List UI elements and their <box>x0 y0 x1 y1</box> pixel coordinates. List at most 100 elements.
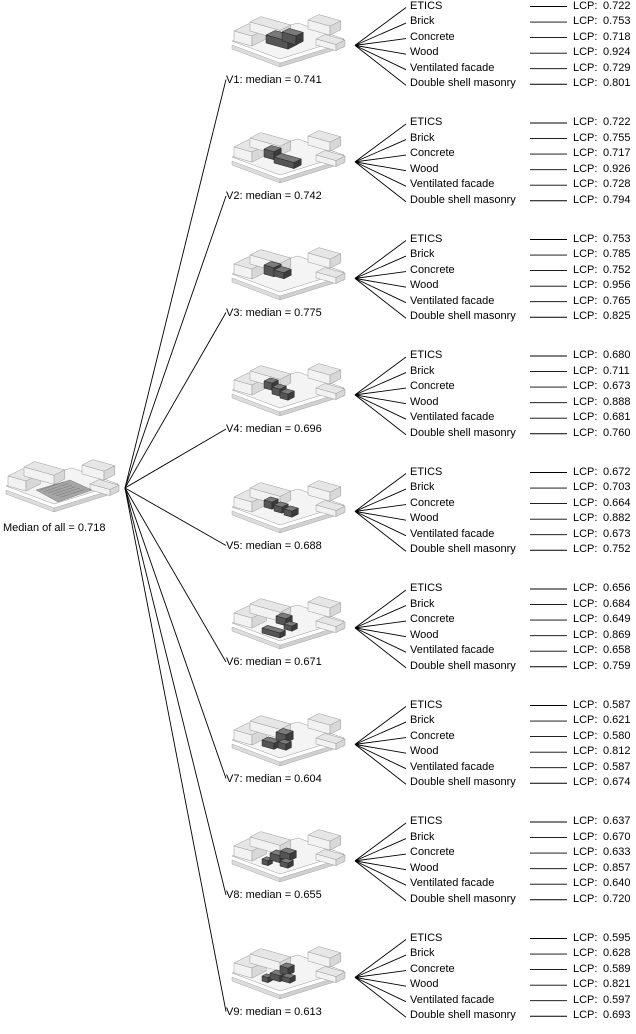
lcp-number: 0.680 <box>603 349 631 361</box>
variant-to-material-line <box>354 976 407 987</box>
lcp-number: 0.801 <box>603 77 631 90</box>
lcp-value: LCP:0.794 <box>573 194 631 207</box>
variant-median-label: V2: median = 0.742 <box>226 190 322 202</box>
lcp-value: LCP: 0.956 <box>573 279 631 292</box>
material-label: Brick <box>410 947 435 960</box>
material-label: Double shell masonry <box>410 892 516 905</box>
lcp-value: LCP:0.821 <box>573 978 631 991</box>
lcp-value: LCP:0.760 <box>573 427 631 440</box>
variant-to-material-line <box>354 822 407 862</box>
lcp-number: 0.722 <box>603 0 631 12</box>
variant-to-material-line <box>354 737 407 745</box>
lcp-value: LCP:0.801 <box>573 77 631 90</box>
lcp-value: LCP:0.722 <box>573 0 631 13</box>
lcp-number: 0.674 <box>603 776 631 789</box>
lcp-prefix: LCP: <box>573 411 598 424</box>
material-label: Double shell masonry <box>410 310 516 323</box>
lcp-number: 0.755 <box>603 131 631 144</box>
lcp-number: 0.640 <box>603 877 631 890</box>
lcp-value: LCP: 0.812 <box>573 745 631 758</box>
lcp-number: 0.812 <box>603 745 631 758</box>
lcp-prefix: LCP: <box>573 931 598 944</box>
material-label: Wood <box>410 978 439 991</box>
variant-to-material-line <box>354 838 407 862</box>
variant-to-material-line <box>354 139 407 163</box>
variant-to-material-line <box>354 394 407 405</box>
variant-to-material-line <box>354 970 407 978</box>
lcp-prefix: LCP: <box>573 698 598 711</box>
material-label: Brick <box>410 597 435 610</box>
material-label: Ventilated facade <box>410 644 495 657</box>
material-label: Concrete <box>410 263 455 276</box>
lcp-prefix: LCP: <box>573 993 598 1006</box>
lcp-number: 0.658 <box>603 644 631 657</box>
lcp-number: 0.926 <box>603 162 631 175</box>
lcp-number: 0.759 <box>603 659 631 672</box>
lcp-prefix: LCP: <box>573 613 598 626</box>
variant-to-material-line <box>354 488 407 512</box>
lcp-number: 0.722 <box>603 116 631 128</box>
lcp-value: LCP:0.703 <box>573 481 631 494</box>
material-label: Wood <box>410 861 439 874</box>
material-label: Wood <box>410 395 439 408</box>
lcp-value: LCP:0.717 <box>573 147 631 160</box>
variant-to-material-line <box>354 721 407 745</box>
lcp-value: LCP:0.684 <box>573 598 631 611</box>
lcp-prefix: LCP: <box>573 892 598 905</box>
lcp-prefix: LCP: <box>573 364 598 377</box>
lcp-value: LCP:0.753 <box>573 15 631 28</box>
material-label: Brick <box>410 481 435 494</box>
material-label: Brick <box>410 830 435 843</box>
lcp-value: LCP:0.720 <box>573 893 631 906</box>
lcp-prefix: LCP: <box>573 279 598 292</box>
lcp-value: LCP:0.753 <box>573 233 631 246</box>
lcp-number: 0.956 <box>603 279 631 292</box>
material-label: ETICS <box>410 931 443 944</box>
lcp-value: LCP:0.729 <box>573 62 631 75</box>
variant-median-label: V4: median = 0.696 <box>226 423 322 435</box>
variant-to-material-line <box>354 860 407 886</box>
lcp-number: 0.693 <box>603 1009 631 1022</box>
lcp-prefix: LCP: <box>573 962 598 975</box>
lcp-prefix: LCP: <box>573 644 598 657</box>
lcp-number: 0.628 <box>603 947 631 960</box>
variant-to-material-line <box>354 504 407 512</box>
lcp-prefix: LCP: <box>573 745 598 758</box>
material-label: Wood <box>410 745 439 758</box>
lcp-number: 0.728 <box>603 178 631 191</box>
material-label: Double shell masonry <box>410 1009 516 1022</box>
lcp-number: 0.717 <box>603 147 631 160</box>
site-model-variant-illustration <box>231 479 346 533</box>
site-model-variant-illustration <box>231 363 346 417</box>
lcp-value: LCP:0.656 <box>573 582 631 595</box>
lcp-value: LCP:0.589 <box>573 963 631 976</box>
lcp-value: LCP:0.693 <box>573 1009 631 1022</box>
lcp-value: LCP:0.680 <box>573 349 631 362</box>
material-label: Wood <box>410 46 439 59</box>
lcp-value: LCP:0.670 <box>573 831 631 844</box>
variant-to-material-line <box>354 44 407 55</box>
lcp-value: LCP:0.672 <box>573 466 631 479</box>
lcp-prefix: LCP: <box>573 310 598 323</box>
lcp-prefix: LCP: <box>573 380 598 393</box>
variant-to-material-line <box>354 44 407 71</box>
lcp-prefix: LCP: <box>573 527 598 540</box>
variant-median-label: V8: median = 0.655 <box>226 889 322 901</box>
material-label: Concrete <box>410 962 455 975</box>
lcp-number: 0.785 <box>603 248 631 261</box>
material-label: Wood <box>410 512 439 525</box>
lcp-number: 0.711 <box>603 364 630 377</box>
variant-median-label: V1: median = 0.741 <box>226 73 322 86</box>
lcp-number: 0.649 <box>603 613 631 626</box>
lcp-number: 0.718 <box>603 30 631 43</box>
lcp-value: LCP:0.755 <box>573 132 631 145</box>
variant-median-label: V6: median = 0.671 <box>226 656 322 668</box>
material-label: Double shell masonry <box>410 426 516 439</box>
root-to-variant-line <box>124 487 227 1012</box>
lcp-value: LCP:0.752 <box>573 543 631 556</box>
variant-to-material-line <box>354 278 407 319</box>
root-to-variant-line <box>124 428 227 489</box>
material-label: Concrete <box>410 613 455 626</box>
variant-to-material-line <box>354 510 407 537</box>
